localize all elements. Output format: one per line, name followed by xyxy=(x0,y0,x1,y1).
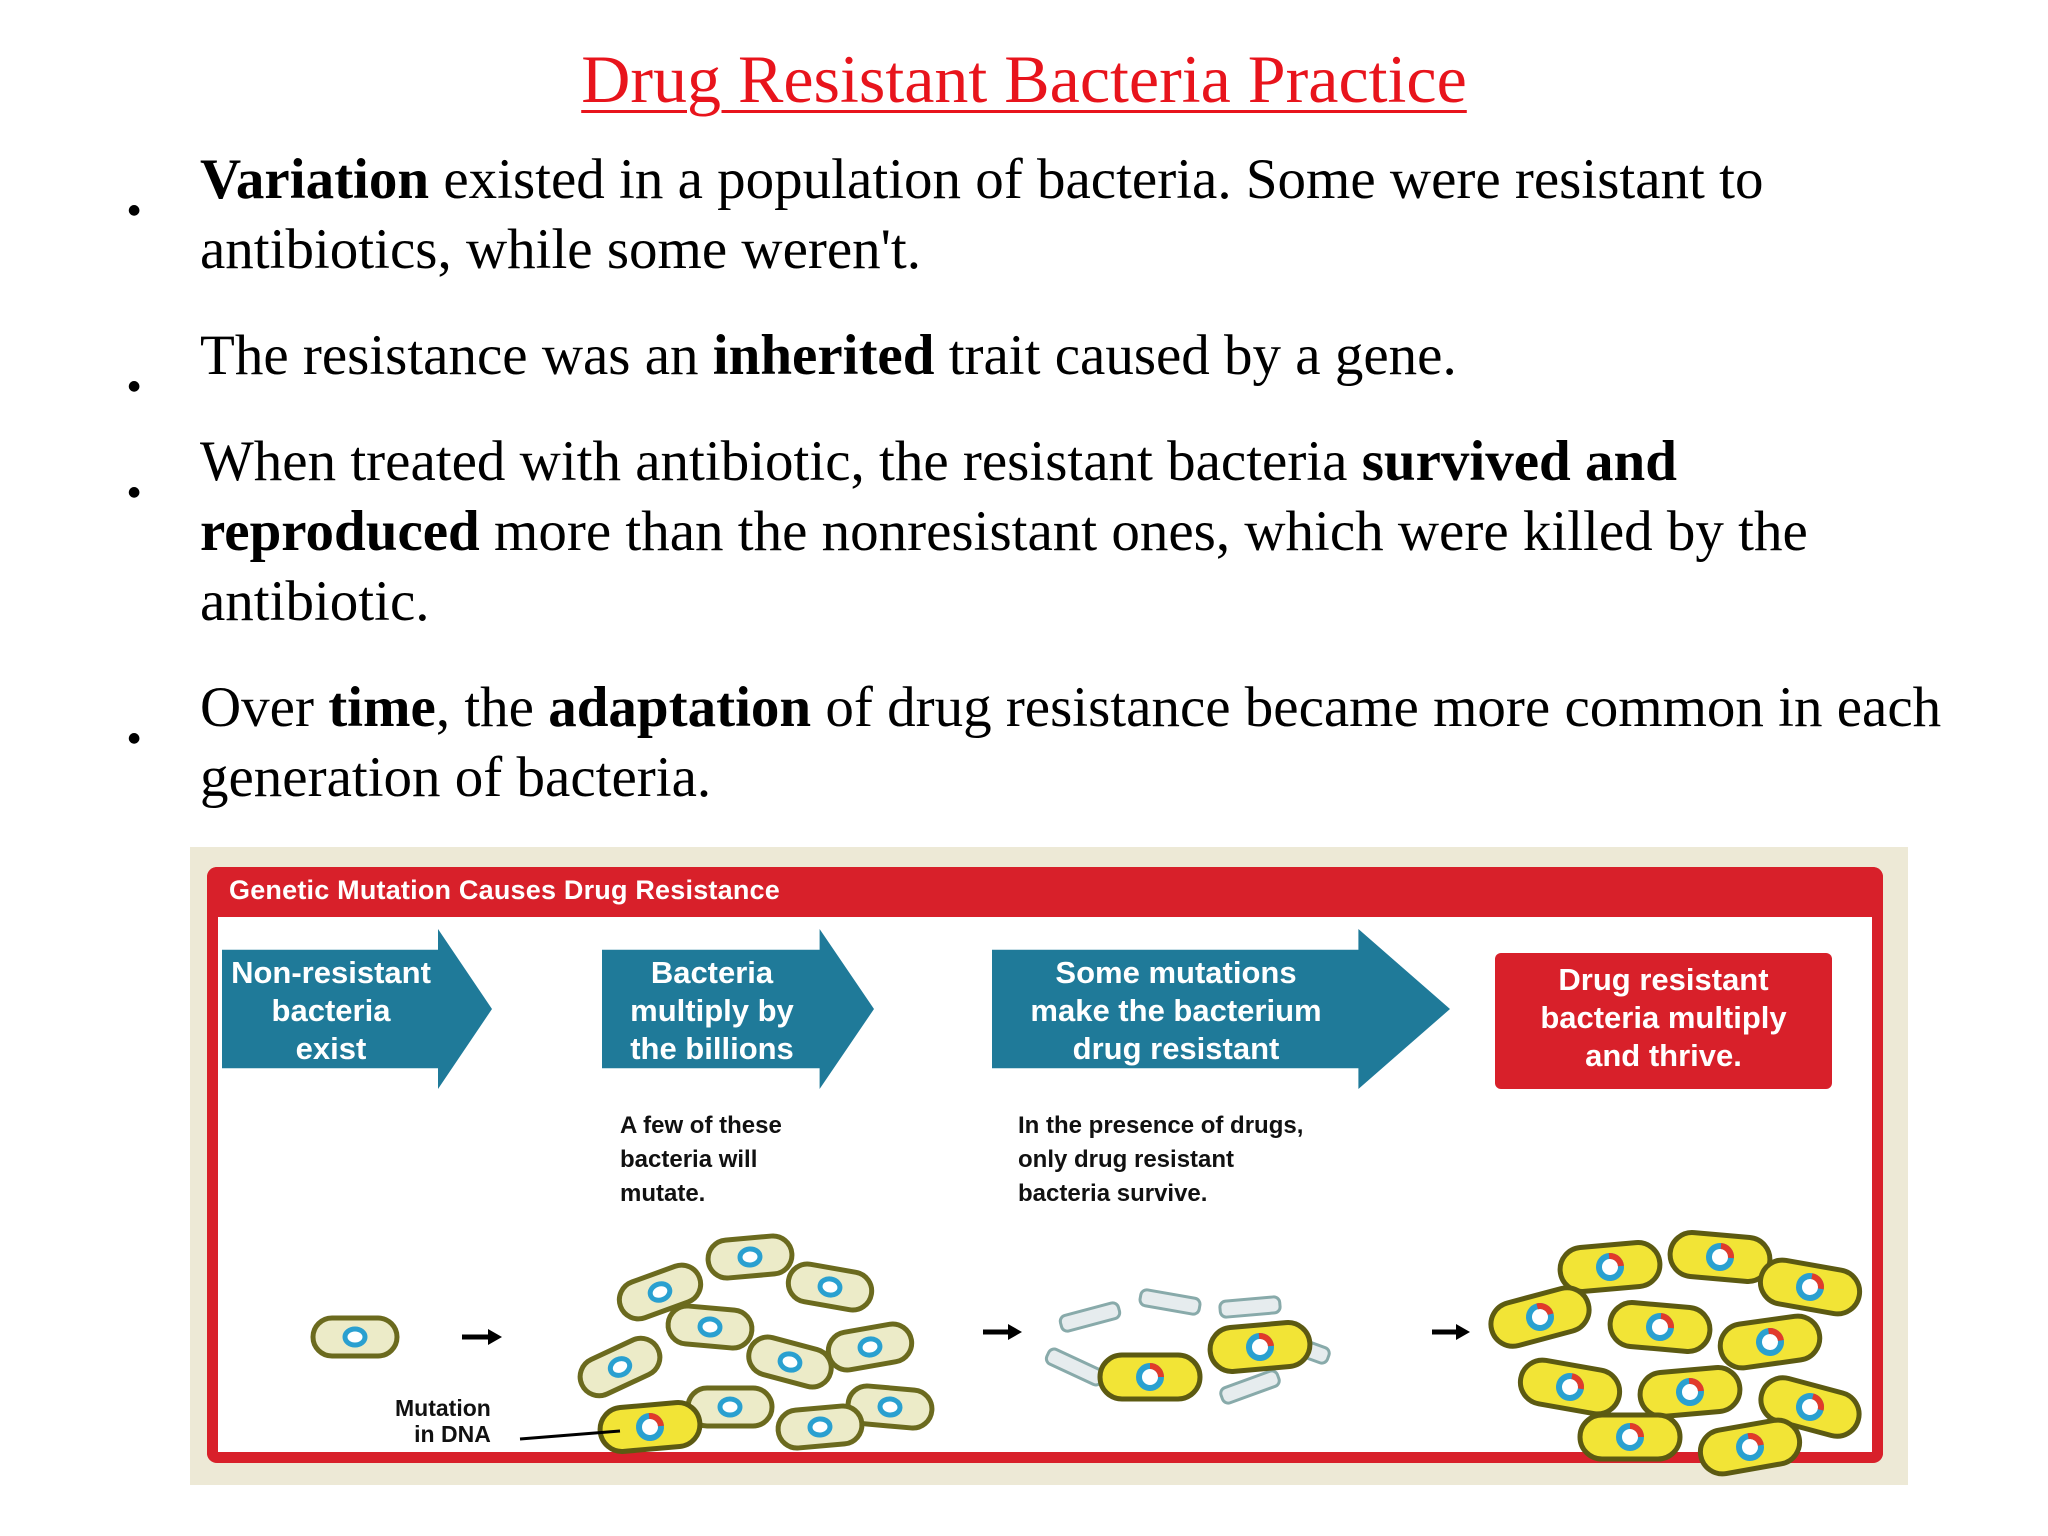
bullet-text: trait caused by a gene. xyxy=(934,324,1457,387)
bullet-text: more than the nonresistant ones, which w… xyxy=(200,500,1808,633)
mutation-label: Mutation in DNA xyxy=(395,1395,491,1447)
final-step-label: Drug resistant bacteria multiply and thr… xyxy=(1540,962,1787,1073)
bullet-text: When treated with antibiotic, the resist… xyxy=(200,430,1362,493)
note-mutate: A few of these bacteria will mutate. xyxy=(620,1112,782,1207)
bullet-list: ● Variation existed in a population of ba… xyxy=(120,145,1970,849)
bullet-text: of drug resistance became more common in… xyxy=(200,676,1942,809)
arrow-icon xyxy=(488,1329,502,1345)
bacteria-illustration xyxy=(190,847,1908,1485)
bullet-emphasis: survived and reproduced xyxy=(200,430,1677,563)
note-survive: In the presence of drugs, only drug resi… xyxy=(1018,1112,1304,1207)
bullet-text: The resistance was an xyxy=(200,324,713,387)
step-arrow-3: Some mutations make the bacterium drug r… xyxy=(992,929,1450,1089)
bullet-emphasis: Variation xyxy=(200,148,430,211)
step-arrow-2: Bacteria multiply by the billions xyxy=(602,929,874,1089)
mutation-infographic: Genetic Mutation Causes Drug Resistance … xyxy=(190,847,1908,1485)
step-label-1: Non-resistant bacteria exist xyxy=(231,955,431,1066)
bullet-item: ● Over time, the adaptation of drug resis… xyxy=(120,673,1970,813)
bullet-item: ● When treated with antibiotic, the resis… xyxy=(120,427,1970,637)
bullet-dot-icon: ● xyxy=(128,202,141,218)
bullet-dot-icon: ● xyxy=(128,730,141,746)
step-label-2: Bacteria multiply by the billions xyxy=(630,955,794,1066)
bullet-text: , the xyxy=(435,676,549,739)
pointer-line xyxy=(519,1429,621,1441)
arrow-icon xyxy=(1456,1324,1470,1340)
surviving-bacteria xyxy=(1042,1287,1333,1407)
step-label-3: Some mutations make the bacterium drug r… xyxy=(1030,955,1322,1066)
infographic-title: Genetic Mutation Causes Drug Resistance xyxy=(229,875,780,905)
bullet-dot-icon: ● xyxy=(128,484,141,500)
bullet-emphasis: inherited xyxy=(712,324,935,387)
bacteria-cluster xyxy=(574,1234,934,1453)
infographic-header: Genetic Mutation Causes Drug Resistance xyxy=(207,867,1883,917)
bullet-item: ● The resistance was an inherited trait c… xyxy=(120,321,1970,394)
bullet-emphasis: time xyxy=(328,676,436,739)
arrow-icon xyxy=(1008,1324,1022,1340)
final-step-box: Drug resistant bacteria multiply and thr… xyxy=(1495,953,1832,1089)
bullet-text: Over xyxy=(200,676,329,739)
resistant-colony xyxy=(1486,1231,1864,1478)
bullet-text: existed in a population of bacteria. Som… xyxy=(200,148,1764,281)
slide-title: Drug Resistant Bacteria Practice xyxy=(581,41,1467,117)
single-bacterium xyxy=(313,1318,397,1356)
bullet-item: ● Variation existed in a population of ba… xyxy=(120,145,1970,285)
bullet-dot-icon: ● xyxy=(128,378,141,394)
step-arrow-1: Non-resistant bacteria exist xyxy=(222,929,492,1089)
bullet-emphasis: adaptation xyxy=(548,676,812,739)
